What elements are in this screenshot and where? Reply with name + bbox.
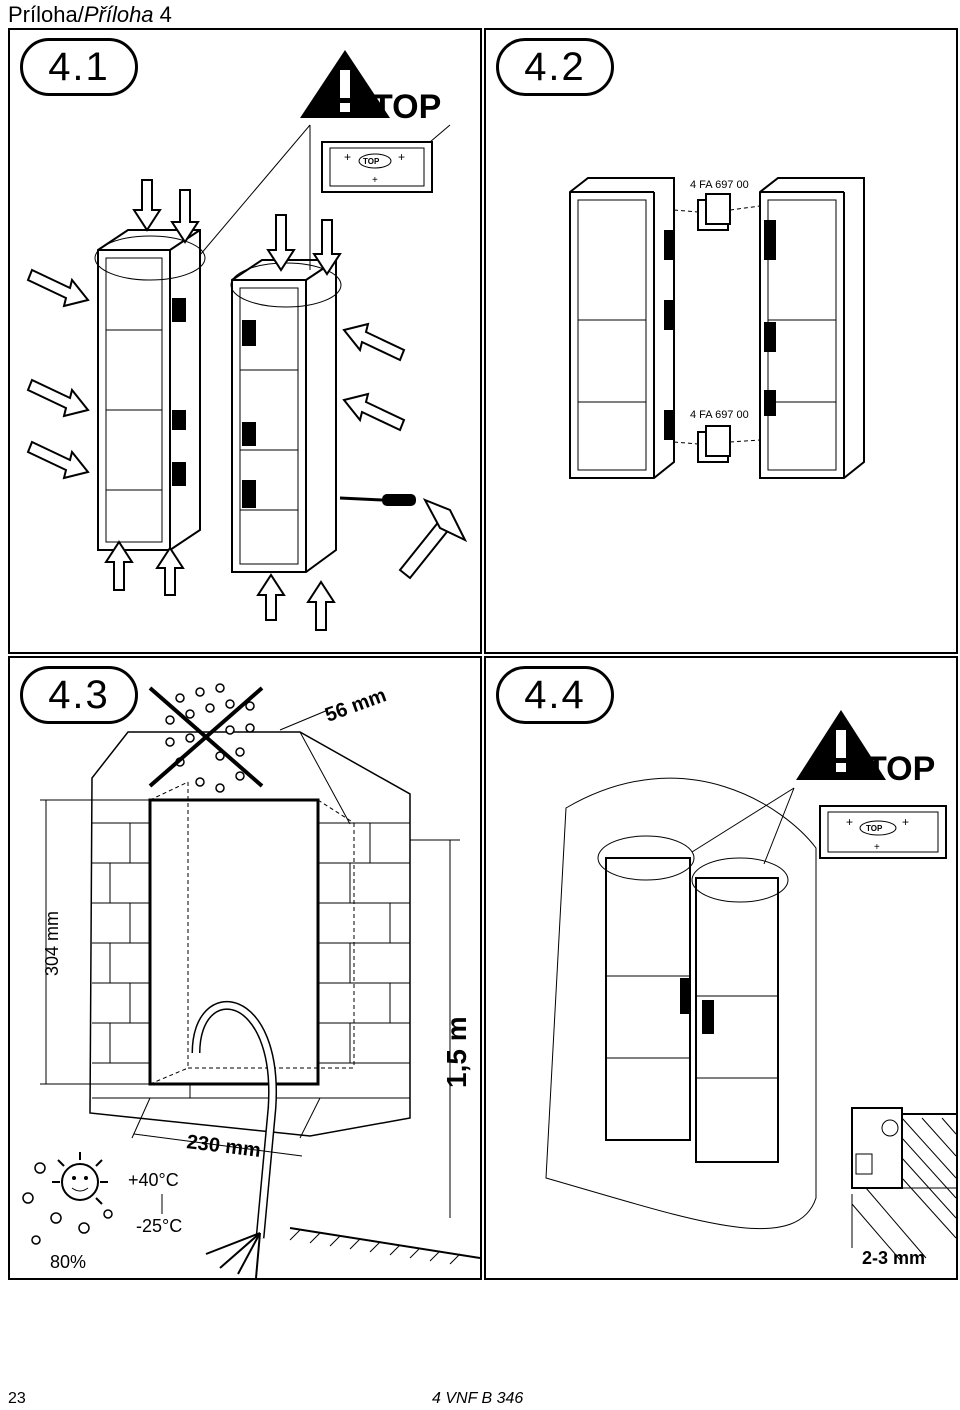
temp-max-label: +40°C (128, 1170, 179, 1190)
connector-bottom (697, 425, 731, 463)
title-italic: Příloha (83, 2, 154, 27)
step-badge: 4.1 (20, 38, 138, 96)
top-inset: TOP + + + (321, 141, 433, 193)
depth-label: 56 mm (322, 684, 389, 726)
connector-top (697, 193, 731, 231)
document-code: 4 VNF B 346 (432, 1390, 524, 1407)
gap-label: 2-3 mm (862, 1248, 925, 1268)
title-regular: Príloha/ (8, 2, 84, 27)
part-number-top: 4 FA 697 00 (690, 179, 749, 191)
humidity-label: 80% (50, 1252, 86, 1272)
svg-text:+: + (874, 842, 880, 853)
top-inset: TOP + + + (819, 805, 947, 859)
svg-text:+: + (902, 815, 909, 829)
arrow-icons (26, 179, 406, 631)
svg-text:+: + (846, 815, 853, 829)
floor-line (289, 1227, 480, 1259)
part-number-bottom: 4 FA 697 00 (690, 409, 749, 421)
installed-boxes (597, 835, 789, 1163)
wall-recess (148, 781, 355, 1086)
step-badge: 4.3 (20, 666, 138, 724)
temp-min-label: -25°C (136, 1216, 182, 1236)
wall-outline (545, 777, 817, 1230)
page-number: 23 (8, 1390, 26, 1407)
gap-detail (851, 1107, 956, 1263)
title-number: 4 (153, 2, 172, 27)
warning-icon (300, 50, 390, 118)
panel-4-3: 4.3 (8, 656, 482, 1280)
sun-icon (52, 1152, 108, 1205)
svg-text:+: + (372, 175, 378, 186)
step-badge: 4.4 (496, 666, 614, 724)
mount-height-label: 1,5 m (441, 1016, 472, 1088)
panel-4-4: 4.4 TOP TOP + + + (484, 656, 958, 1280)
page-title: Príloha/Příloha 4 (8, 2, 172, 28)
top-label: TOP (372, 88, 441, 126)
no-rain-icon (148, 683, 264, 793)
humidity-drops-icon (22, 1162, 113, 1245)
step-badge: 4.2 (496, 38, 614, 96)
svg-text:TOP: TOP (363, 157, 380, 166)
height-label: 304 mm (42, 911, 62, 976)
flush-box-left (569, 177, 675, 479)
flush-box-left (94, 229, 206, 551)
svg-text:+: + (344, 150, 351, 164)
screwdriver-icon (339, 494, 416, 506)
panel-4-1: 4.1 TOP TOP + + + (8, 28, 482, 654)
flush-box-right (230, 259, 342, 573)
warning-icon (796, 710, 886, 780)
svg-text:+: + (398, 150, 405, 164)
top-label: TOP (866, 750, 935, 788)
hammer-icon (398, 498, 468, 580)
panel-4-2: 4.2 4 FA 697 00 (484, 28, 958, 654)
svg-text:TOP: TOP (866, 824, 883, 833)
width-label: 230 mm (185, 1131, 262, 1162)
